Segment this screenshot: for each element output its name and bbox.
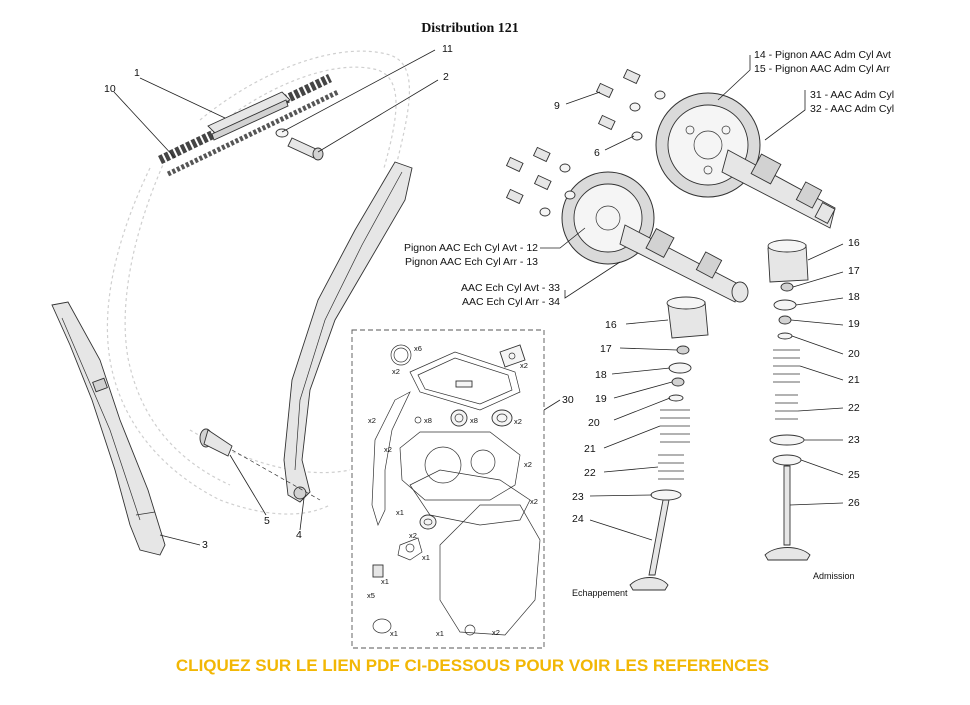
label-exh-17: 17 [600, 343, 612, 355]
label-14: 14 - Pignon AAC Adm Cyl Avt [754, 49, 891, 61]
label-4: 4 [296, 529, 302, 541]
label-adm-21: 21 [848, 374, 860, 386]
timing-chain-ghost [106, 50, 410, 515]
qty-9: x2 [524, 460, 532, 469]
label-10: 10 [104, 83, 116, 95]
chain-guide-side [283, 161, 413, 503]
label-adm-18: 18 [848, 291, 860, 303]
label-32: 32 - AAC Adm Cyl [810, 103, 894, 115]
qty-18: x1 [390, 629, 398, 638]
chain-guide-top [207, 91, 291, 141]
qty-14: x2 [492, 628, 500, 637]
label-adm-25: 25 [848, 469, 860, 481]
qty-5: x8 [424, 416, 432, 425]
label-5: 5 [264, 515, 270, 527]
label-11: 11 [442, 43, 453, 55]
qty-7: x2 [514, 417, 522, 426]
label-33: AAC Ech Cyl Avt - 33 [461, 282, 560, 294]
diagram-title: Distribution 121 [421, 21, 519, 36]
exhaust-camshaft-assembly [561, 171, 749, 303]
label-15: 15 - Pignon AAC Adm Cyl Arr [754, 63, 890, 75]
gasket-kit: 30 x6 x2 x2 x2 x8 x8 x2 x2 x2 x2 x1 x2 [351, 329, 574, 649]
leaders-camshaft [540, 55, 806, 299]
label-adm-20: 20 [848, 348, 860, 360]
label-3: 3 [202, 539, 208, 551]
screw-and-washer [275, 128, 324, 161]
qty-10: x2 [530, 497, 538, 506]
label-adm-19: 19 [848, 318, 860, 330]
label-exh-21: 21 [584, 443, 596, 455]
qty-12: x2 [409, 531, 417, 540]
qty-4: x2 [368, 416, 376, 425]
label-exh-20: 20 [588, 417, 600, 429]
label-9: 9 [554, 100, 560, 112]
label-admission: Admission [813, 571, 855, 581]
qty-8: x2 [384, 445, 392, 454]
intake-camshaft-assembly [655, 92, 836, 229]
label-adm-17: 17 [848, 265, 860, 277]
qty-3: x2 [520, 361, 528, 370]
label-31: 31 - AAC Adm Cyl [810, 89, 894, 101]
pdf-link-notice: CLIQUEZ SUR LE LIEN PDF CI-DESSOUS POUR … [175, 656, 770, 675]
qty-1: x6 [414, 344, 422, 353]
leaders-valves [589, 243, 844, 541]
label-adm-22: 22 [848, 402, 860, 414]
label-echappement: Echappement [572, 588, 628, 598]
qty-2: x2 [392, 367, 400, 376]
label-exh-18: 18 [595, 369, 607, 381]
label-adm-16: 16 [848, 237, 860, 249]
label-2: 2 [443, 71, 449, 83]
label-13: Pignon AAC Ech Cyl Arr - 13 [405, 256, 538, 268]
label-12: Pignon AAC Ech Cyl Avt - 12 [404, 242, 538, 254]
qty-6: x8 [470, 416, 478, 425]
label-exh-22: 22 [584, 467, 596, 479]
pivot-bolt [199, 428, 321, 501]
qty-17: x5 [367, 591, 375, 600]
label-adm-23: 23 [848, 434, 860, 446]
label-30: 30 [562, 394, 574, 406]
label-exh-24: 24 [572, 513, 584, 525]
label-exh-16: 16 [605, 319, 617, 331]
label-1: 1 [134, 67, 140, 79]
qty-16: x1 [381, 577, 389, 586]
leaders-left [113, 49, 439, 546]
qty-15: x1 [422, 553, 430, 562]
label-6: 6 [594, 147, 600, 159]
label-exh-19: 19 [595, 393, 607, 405]
chain-tensioner-rail [51, 301, 166, 556]
exhaust-valve-stack [629, 296, 709, 591]
timing-chain [158, 73, 340, 177]
label-exh-23: 23 [572, 491, 584, 503]
intake-valve-stack [764, 239, 811, 561]
qty-11: x1 [396, 508, 404, 517]
label-adm-26: 26 [848, 497, 860, 509]
qty-13: x1 [436, 629, 444, 638]
label-34: AAC Ech Cyl Arr - 34 [462, 296, 560, 308]
cam-gear-bolts [505, 68, 666, 217]
